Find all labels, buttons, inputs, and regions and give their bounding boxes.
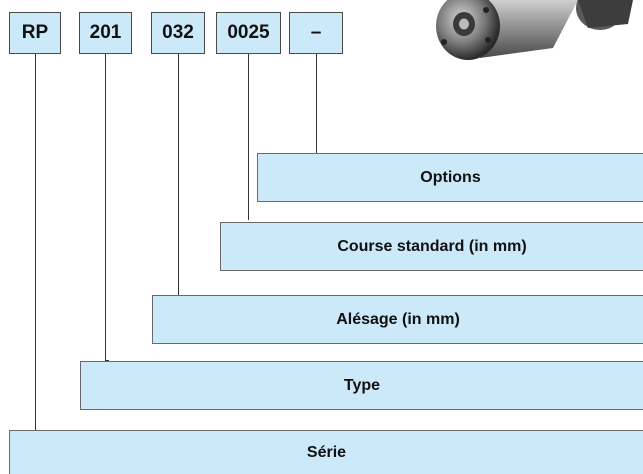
bar-options-label: Options <box>420 169 480 187</box>
connector-serie <box>35 54 36 430</box>
bar-course-label: Course standard (in mm) <box>337 238 526 256</box>
bar-serie: Série <box>9 430 643 474</box>
cylinder-photo-icon <box>428 0 643 68</box>
connector-options <box>316 54 317 153</box>
connector-type <box>105 54 106 360</box>
connector-alesage <box>178 54 179 295</box>
bar-serie-label: Série <box>307 444 346 462</box>
bar-type: Type <box>80 361 643 410</box>
code-course: 0025 <box>216 12 281 54</box>
code-type: 201 <box>79 12 132 54</box>
connector-course <box>248 54 249 220</box>
code-serie: RP <box>9 12 61 54</box>
code-alesage: 032 <box>151 12 205 54</box>
code-options: – <box>289 12 343 54</box>
bar-alesage: Alésage (in mm) <box>152 295 643 344</box>
bar-type-label: Type <box>344 377 380 395</box>
bar-course: Course standard (in mm) <box>220 222 643 271</box>
bar-options: Options <box>257 153 643 202</box>
bar-alesage-label: Alésage (in mm) <box>336 311 460 329</box>
